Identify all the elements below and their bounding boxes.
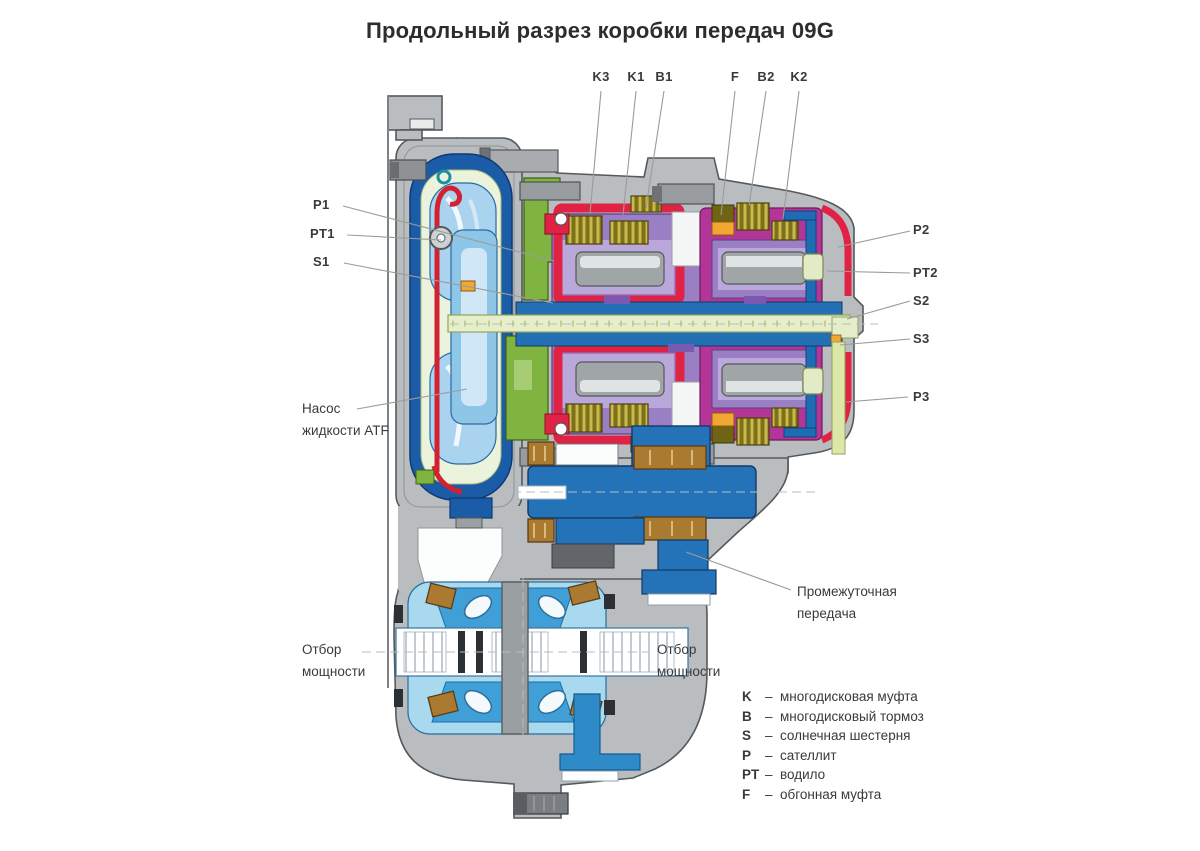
callout-atf-pump: Насос жидкости ATF [302,401,389,438]
friction-pack-k1 [609,220,649,245]
callout-s1: S1 [313,254,330,269]
bevel-gears [463,594,567,715]
friction-pack-k2 [771,220,799,241]
legend-item-p: P–сателлит [742,747,837,763]
centerlines [362,323,878,788]
legend-item-s: S–солнечная шестерня [742,728,911,743]
planet-carrier-pt2 [802,253,824,281]
callout-pt1: PT1 [310,226,335,241]
legend-item-f: F–обгонная муфта [742,786,882,802]
callout-p2: P2 [913,222,930,237]
friction-pack-k3 [565,215,603,245]
legend-item-k: K–многодисковая муфта [742,689,918,704]
ring-gear-band [831,341,846,455]
callout-b2: B2 [757,69,775,84]
callout-k1: K1 [627,69,645,84]
callout-f: F [730,69,740,84]
friction-pack-b2 [736,202,770,231]
callout-p3: P3 [913,389,930,404]
intermediate-gear [517,425,757,606]
freewheel-f [711,221,735,236]
differential-pinion-shaft [501,581,529,735]
legend-item-b: B–многодисковый тормоз [742,708,924,724]
callout-s3: S3 [913,331,930,346]
case-cavity [417,527,503,589]
page-title: Продольный разрез коробки передач 09G [365,18,835,43]
leader-lines [342,90,911,591]
legend-item-pt: PT–водило [742,767,826,782]
taper-bearings [527,441,707,543]
atf-line-red [434,185,463,472]
oil-pump-area [505,177,561,441]
legend: K–многодисковая муфта B–многодисковый то… [742,687,924,804]
callout-p1: P1 [313,197,330,212]
callout-k2: K2 [790,69,808,84]
drain-bolt [513,792,569,815]
callout-pt2: PT2 [913,265,938,280]
callout-power-takeoff-left: Отбор мощности [302,642,366,679]
callout-b1: B1 [655,69,673,84]
callout-intermediate-gear: Промежуточная передача [797,584,897,621]
callout-s2: S2 [913,293,930,308]
callout-k3: K3 [592,69,610,84]
clutch-assembly-upper [519,181,852,309]
callout-power-takeoff-center: Отбор мощности [657,642,721,679]
